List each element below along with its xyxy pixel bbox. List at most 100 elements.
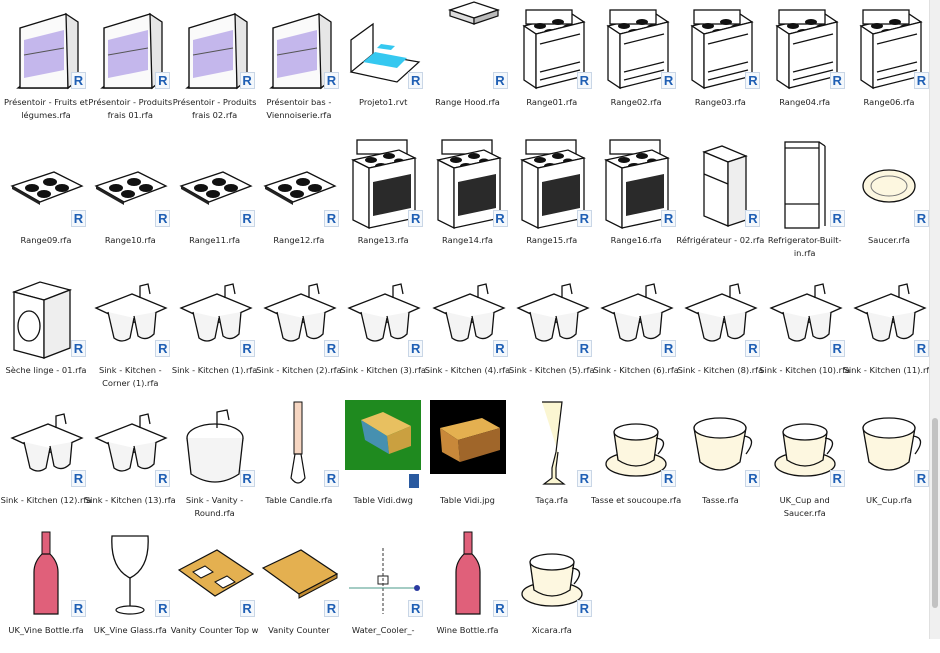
cup-icon-drawing <box>693 417 753 471</box>
sink-icon-drawing <box>10 413 84 472</box>
range-icon <box>598 0 674 92</box>
sink-icon-drawing <box>600 283 674 342</box>
display-case-icon <box>92 0 168 92</box>
sink-icon <box>92 398 168 490</box>
sink-icon <box>8 398 84 490</box>
revit-file-icon: R <box>829 72 845 89</box>
revit-file-icon: R <box>408 340 424 357</box>
revit-file-icon: R <box>745 210 761 227</box>
file-tile[interactable]: Table Vidi.jpg <box>426 398 510 523</box>
file-tile[interactable]: R Sink - Kitchen (5).rfa <box>509 268 595 393</box>
revit-file-icon: R <box>71 600 86 617</box>
counter-top-icon <box>261 528 339 620</box>
revit-file-icon: R <box>492 600 508 617</box>
revit-file-icon: R <box>914 72 929 89</box>
saucer-icon <box>851 138 927 230</box>
revit-file-icon: R <box>323 340 339 357</box>
sink-icon <box>345 268 421 360</box>
file-name-label: Présentoir - Produits frais 01.rfa <box>88 97 173 120</box>
cup-saucer-icon <box>514 528 590 620</box>
revit-file-icon: R <box>661 340 677 357</box>
file-name-label: Vanity Counter Top w 2 Square Sinks.rfa <box>170 625 259 635</box>
cooktop-icon <box>261 138 337 230</box>
revit-file-icon: R <box>576 340 592 357</box>
sink-icon <box>177 268 253 360</box>
sink-icon-drawing <box>347 283 421 342</box>
jpg-thumbnail-icon <box>429 398 506 490</box>
sink-icon <box>514 268 590 360</box>
cup-icon-drawing <box>862 417 922 471</box>
revit-file-icon: R <box>576 72 592 89</box>
file-tile[interactable]: R Taça.rfa <box>510 398 594 523</box>
file-name-label: Sink - Kitchen (5).rfa <box>509 365 595 375</box>
scrollbar-thumb[interactable] <box>932 418 938 608</box>
range-icon <box>682 0 758 92</box>
revit-file-icon: R <box>408 210 424 227</box>
revit-file-icon: R <box>239 470 255 487</box>
file-name-label: Xicara.rfa <box>531 625 572 635</box>
cup-saucer-icon-drawing <box>605 423 667 477</box>
file-name-label: Sink - Kitchen - Corner (1).rfa <box>98 365 162 388</box>
saucer-icon-drawing <box>862 169 916 203</box>
bottle-icon-drawing <box>33 531 59 615</box>
vertical-scrollbar[interactable] <box>929 0 940 639</box>
file-name-label: Range10.rfa <box>104 235 156 245</box>
file-tile[interactable]: Table Vidi.dwg <box>341 398 425 523</box>
wine-glass-icon <box>92 528 168 620</box>
cup-saucer-icon-drawing <box>521 553 583 607</box>
file-name-label: Water_Cooler_-_Sunroc_Le 1740.rfa <box>351 625 415 635</box>
file-name-label: Taça.rfa <box>535 495 569 505</box>
bottle-icon <box>430 528 506 620</box>
file-name-label: Sink - Kitchen (1).rfa <box>171 365 258 375</box>
revit-file-icon: R <box>576 470 592 487</box>
file-name-label: Présentoir - Produits frais 02.rfa <box>172 97 257 120</box>
